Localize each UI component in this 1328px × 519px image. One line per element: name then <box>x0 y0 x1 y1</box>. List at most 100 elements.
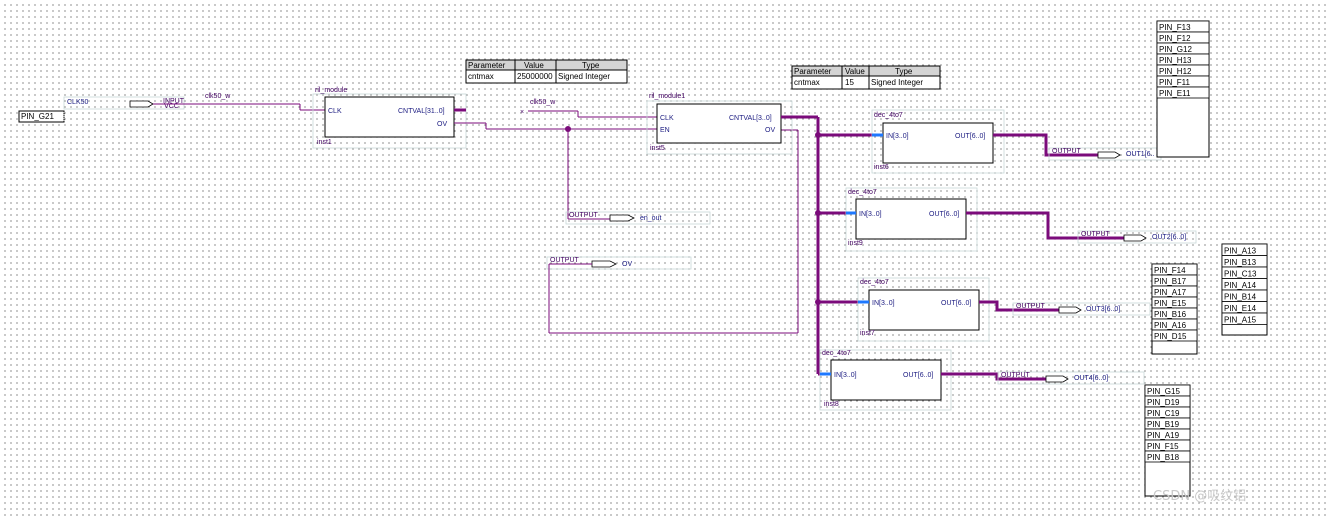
port-cntval: CNTVAL[3..0] <box>729 115 772 122</box>
output-ov: OV <box>622 261 632 268</box>
port-in: IN[3..0] <box>872 300 895 307</box>
block-dec-4to7-inst6[interactable]: dec_4to7 IN[3..0] OUT[6..0] inst6 <box>871 109 1005 174</box>
port-in: IN[3..0] <box>859 211 882 218</box>
module-name: dec_4to7 <box>874 112 903 119</box>
block-dec-4to7-inst8[interactable]: dec_4to7 IN[3..0] OUT[6..0] inst8 <box>819 349 952 411</box>
port-out: OUT[6..0] <box>929 211 959 218</box>
pin-label: PIN_G21 <box>21 112 54 121</box>
watermark: CSDN @吸纹铝 <box>1153 489 1246 504</box>
pin-list-2[interactable]: PIN_A13PIN_B13PIN_C13PIN_A14PIN_B14PIN_E… <box>1221 243 1268 336</box>
input-port-icon[interactable] <box>129 100 154 108</box>
pin-name: PIN_B16 <box>1154 310 1187 319</box>
port-in: IN[3..0] <box>886 133 909 140</box>
port-en: EN <box>660 127 670 134</box>
instance-name: inst6 <box>874 164 889 171</box>
instance-name: inst5 <box>650 145 665 152</box>
param-table-1: Parameter Value Type cntmax 25000000 Sig… <box>465 59 628 84</box>
block-ril-module[interactable]: ril_module CLK CNTVAL[31..0] OV inst1 <box>312 87 467 149</box>
param-header-type: Type <box>582 61 600 70</box>
pin-name: PIN_B17 <box>1154 277 1187 286</box>
output-port-icon[interactable] <box>1045 375 1069 383</box>
port-out: OUT[6..0] <box>941 300 971 307</box>
net-label-clk50-w-2: clk50_w <box>530 99 556 106</box>
output-out1: OUT1[6.. <box>1126 151 1154 158</box>
pin-name: PIN_A16 <box>1154 321 1187 330</box>
output-port-icon[interactable] <box>591 260 617 268</box>
pin-name: PIN_F14 <box>1154 266 1186 275</box>
module-name: dec_4to7 <box>848 189 877 196</box>
pin-name: PIN_B18 <box>1147 453 1180 462</box>
output-en-out: en_out <box>640 215 661 222</box>
port-ov: OV <box>765 127 775 134</box>
output-type-label: OUTPUT <box>1052 148 1082 155</box>
pin-name: PIN_B19 <box>1147 420 1180 429</box>
param-header-value: Value <box>845 67 865 76</box>
param-value: 25000000 <box>517 72 553 81</box>
param-header-type: Type <box>895 67 913 76</box>
junction-dot <box>815 210 821 216</box>
pin-name: PIN_B14 <box>1224 293 1257 302</box>
pin-name: PIN_A14 <box>1224 281 1257 290</box>
instance-name: inst1 <box>317 139 332 146</box>
pin-name: PIN_E11 <box>1159 89 1191 98</box>
net-label-clk50-w: clk50_w <box>205 93 231 100</box>
pin-row[interactable] <box>1151 329 1198 342</box>
param-type: Signed Integer <box>871 78 923 87</box>
pin-row[interactable] <box>1144 450 1191 463</box>
instance-name: inst9 <box>848 240 863 247</box>
pin-row[interactable] <box>1221 312 1268 325</box>
param-header-parameter: Parameter <box>468 61 506 70</box>
pin-name: PIN_A13 <box>1224 247 1257 256</box>
port-ov: OV <box>437 121 447 128</box>
junction-dot <box>815 132 821 138</box>
input-pin-assignment[interactable]: PIN_G21 <box>18 110 65 123</box>
port-clk: CLK <box>660 115 674 122</box>
clk-input-symbol-frame <box>63 96 185 110</box>
output-out2: OUT2[6..0] <box>1152 234 1186 241</box>
pin-name: PIN_F11 <box>1159 78 1191 87</box>
module-name: ril_module <box>315 87 347 94</box>
param-name: cntmax <box>794 78 820 87</box>
param-name: cntmax <box>468 72 494 81</box>
input-type-label: INPUT <box>163 98 185 105</box>
block-dec-4to7-inst9[interactable]: dec_4to7 IN[3..0] OUT[6..0] inst9 <box>845 187 978 252</box>
port-out: OUT[6..0] <box>903 372 933 379</box>
clk-input-name: CLK50 <box>67 99 89 106</box>
pin-list-1[interactable]: PIN_F13PIN_F12PIN_G12PIN_H13PIN_H12PIN_F… <box>1156 20 1210 158</box>
pin-name: PIN_F12 <box>1159 34 1191 43</box>
output-port-icon[interactable] <box>1058 306 1082 314</box>
pin-name: PIN_F13 <box>1159 23 1191 32</box>
instance-name: inst7 <box>860 330 875 337</box>
pin-name: PIN_A15 <box>1224 316 1257 325</box>
pin-name: PIN_C13 <box>1224 270 1257 279</box>
param-table-2: Parameter Value Type cntmax 15 Signed In… <box>791 65 941 90</box>
pin-name: PIN_H12 <box>1159 67 1192 76</box>
output-type-label: OUTPUT <box>1081 231 1111 238</box>
port-clk: CLK <box>328 108 342 115</box>
pin-name: PIN_B13 <box>1224 258 1257 267</box>
output-out3: OUT3[6..0] <box>1086 306 1120 313</box>
pin-list-3[interactable]: PIN_F14PIN_B17PIN_A17PIN_E15PIN_B16PIN_A… <box>1151 263 1198 355</box>
pin-name: PIN_F15 <box>1147 442 1179 451</box>
param-header-parameter: Parameter <box>794 67 832 76</box>
param-type: Signed Integer <box>558 72 610 81</box>
output-port-icon[interactable] <box>609 214 635 222</box>
output-port-icon[interactable] <box>1097 151 1121 159</box>
pin-name: PIN_A17 <box>1154 288 1187 297</box>
output-port-icon[interactable] <box>1123 234 1147 242</box>
pin-list-4[interactable]: PIN_G15PIN_D19PIN_C19PIN_B19PIN_A19PIN_F… <box>1144 384 1191 497</box>
pin-name: PIN_E15 <box>1154 299 1187 308</box>
port-out: OUT[6..0] <box>955 133 985 140</box>
pin-name: PIN_C19 <box>1147 409 1180 418</box>
pin-name: PIN_G12 <box>1159 45 1192 54</box>
output-type-label: OUTPUT <box>1016 303 1046 310</box>
param-value: 15 <box>845 78 854 87</box>
port-cntval: CNTVAL[31..0] <box>398 108 445 115</box>
block-ril-module1[interactable]: ril_module1 CLK EN CNTVAL[3..0] OV inst5 <box>646 93 793 155</box>
junction-dot <box>815 299 821 305</box>
pin-name: PIN_D15 <box>1154 332 1187 341</box>
block-dec-4to7-inst7[interactable]: dec_4to7 IN[3..0] OUT[6..0] inst7 <box>857 277 990 342</box>
pin-row[interactable] <box>1156 86 1210 99</box>
